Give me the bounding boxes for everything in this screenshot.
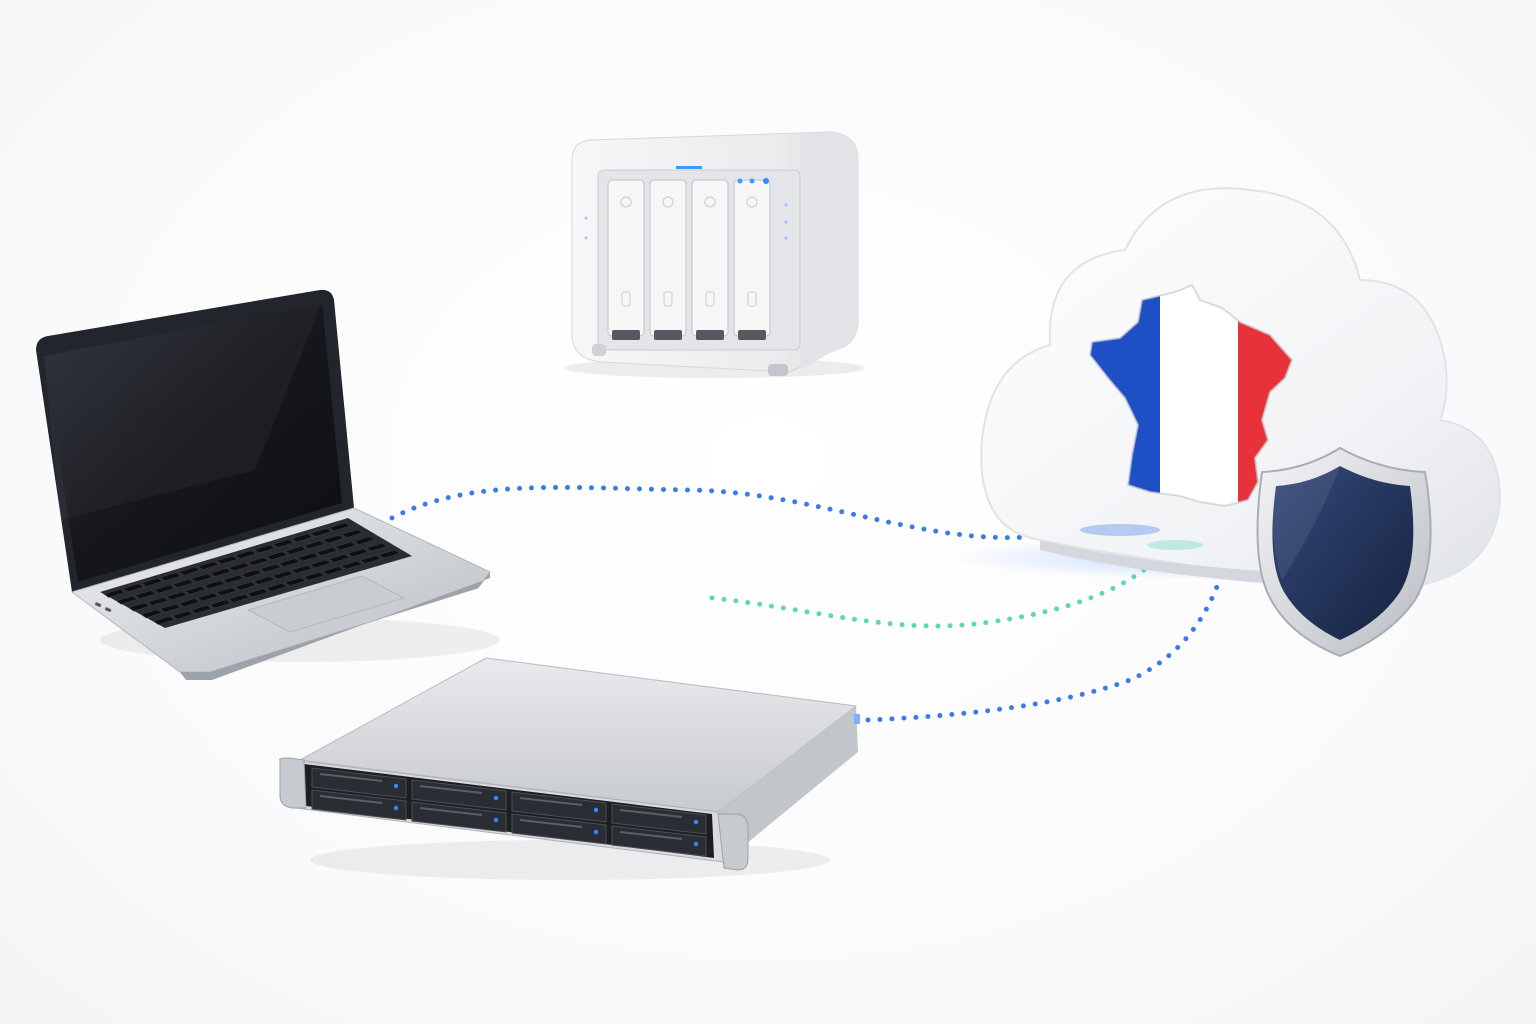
- keyboard-key: [284, 545, 307, 555]
- keyboard-key: [297, 552, 320, 562]
- server-drive-bay: [511, 791, 607, 823]
- nas-bay: [607, 179, 645, 340]
- rack-server-icon: [279, 657, 860, 880]
- keyboard-key: [215, 555, 239, 565]
- keyboard-key: [209, 599, 232, 609]
- keyboard-key: [246, 588, 269, 598]
- server-drive-bays: [311, 767, 707, 857]
- keyboard-key: [334, 541, 357, 551]
- nas-drive-bays: [607, 179, 771, 340]
- keyboard-key: [284, 577, 307, 587]
- keyboard-key: [271, 570, 295, 580]
- server-drive-bay: [411, 779, 507, 811]
- keyboard-key: [328, 553, 351, 563]
- server-drive-bay: [511, 813, 607, 845]
- server-drive-bay: [611, 825, 707, 857]
- keyboard-key: [321, 566, 344, 576]
- keyboard-key: [159, 572, 182, 582]
- link-laptop-cloud: [389, 484, 1078, 541]
- keyboard-key: [128, 602, 151, 612]
- keyboard-key: [265, 551, 289, 561]
- keyboard-key: [178, 598, 201, 608]
- keyboard-key: [303, 571, 326, 581]
- keyboard-key: [234, 581, 257, 591]
- nas-bay: [691, 179, 729, 340]
- keyboard-key: [340, 560, 363, 570]
- nas-bay: [733, 179, 771, 340]
- keyboard-key: [234, 550, 257, 559]
- server-drive-bay: [311, 789, 407, 821]
- keyboard-key: [253, 544, 276, 554]
- keyboard-key: [265, 582, 288, 592]
- keyboard-key: [353, 536, 376, 545]
- keyboard-key: [278, 558, 301, 568]
- server-drive-bay: [611, 803, 707, 835]
- shield-icon: [1256, 446, 1432, 658]
- keyboard-key: [290, 564, 313, 574]
- keyboard-key: [359, 555, 382, 565]
- keyboard-key: [159, 603, 182, 613]
- keyboard-key: [197, 561, 220, 571]
- keyboard-key: [322, 534, 345, 544]
- keyboard-key: [315, 547, 338, 556]
- nas-icon: [565, 131, 865, 378]
- keyboard-key: [303, 540, 326, 550]
- keyboard-key: [247, 556, 270, 566]
- keyboard-key: [309, 527, 332, 537]
- keyboard-key: [253, 576, 276, 585]
- keyboard-key: [259, 563, 282, 573]
- keyboard-keys: [103, 522, 401, 625]
- keyboard-key: [340, 529, 364, 539]
- keyboard-key: [221, 574, 245, 584]
- keyboard-key: [228, 593, 251, 603]
- keyboard-key: [328, 522, 351, 532]
- keyboard-key: [240, 569, 263, 579]
- server-drive-bay: [411, 801, 507, 833]
- france-map-icon: [1090, 285, 1292, 506]
- keyboard-key: [291, 533, 314, 543]
- keyboard-key: [378, 549, 401, 559]
- keyboard-key: [178, 566, 201, 576]
- keyboard-key: [365, 542, 388, 552]
- link-server-cloud: [865, 557, 1229, 723]
- keyboard-key: [134, 590, 157, 599]
- keyboard-key: [140, 577, 164, 587]
- keyboard-key: [190, 573, 213, 583]
- keyboard-key: [228, 562, 251, 572]
- keyboard-key: [172, 579, 195, 588]
- keyboard-key: [165, 591, 188, 601]
- keyboard-key: [146, 596, 170, 606]
- keyboard-key: [272, 539, 295, 548]
- keyboard-key: [346, 548, 370, 558]
- keyboard-key: [171, 610, 194, 620]
- keyboard-key: [152, 616, 176, 625]
- keyboard-key: [209, 567, 232, 577]
- nas-bay: [649, 179, 687, 340]
- keyboard-key: [153, 584, 176, 594]
- server-drive-bay: [311, 767, 407, 799]
- keyboard-key: [184, 585, 207, 595]
- keyboard-key: [140, 609, 163, 619]
- keyboard-key: [215, 587, 238, 596]
- keyboard-key: [203, 580, 226, 590]
- keyboard-key: [122, 583, 145, 593]
- keyboard-key: [196, 592, 219, 602]
- keyboard-key: [103, 588, 126, 598]
- keyboard-key: [115, 595, 138, 605]
- keyboard-key: [309, 559, 332, 569]
- keyboard-key: [190, 604, 213, 614]
- laptop-icon: [36, 289, 500, 680]
